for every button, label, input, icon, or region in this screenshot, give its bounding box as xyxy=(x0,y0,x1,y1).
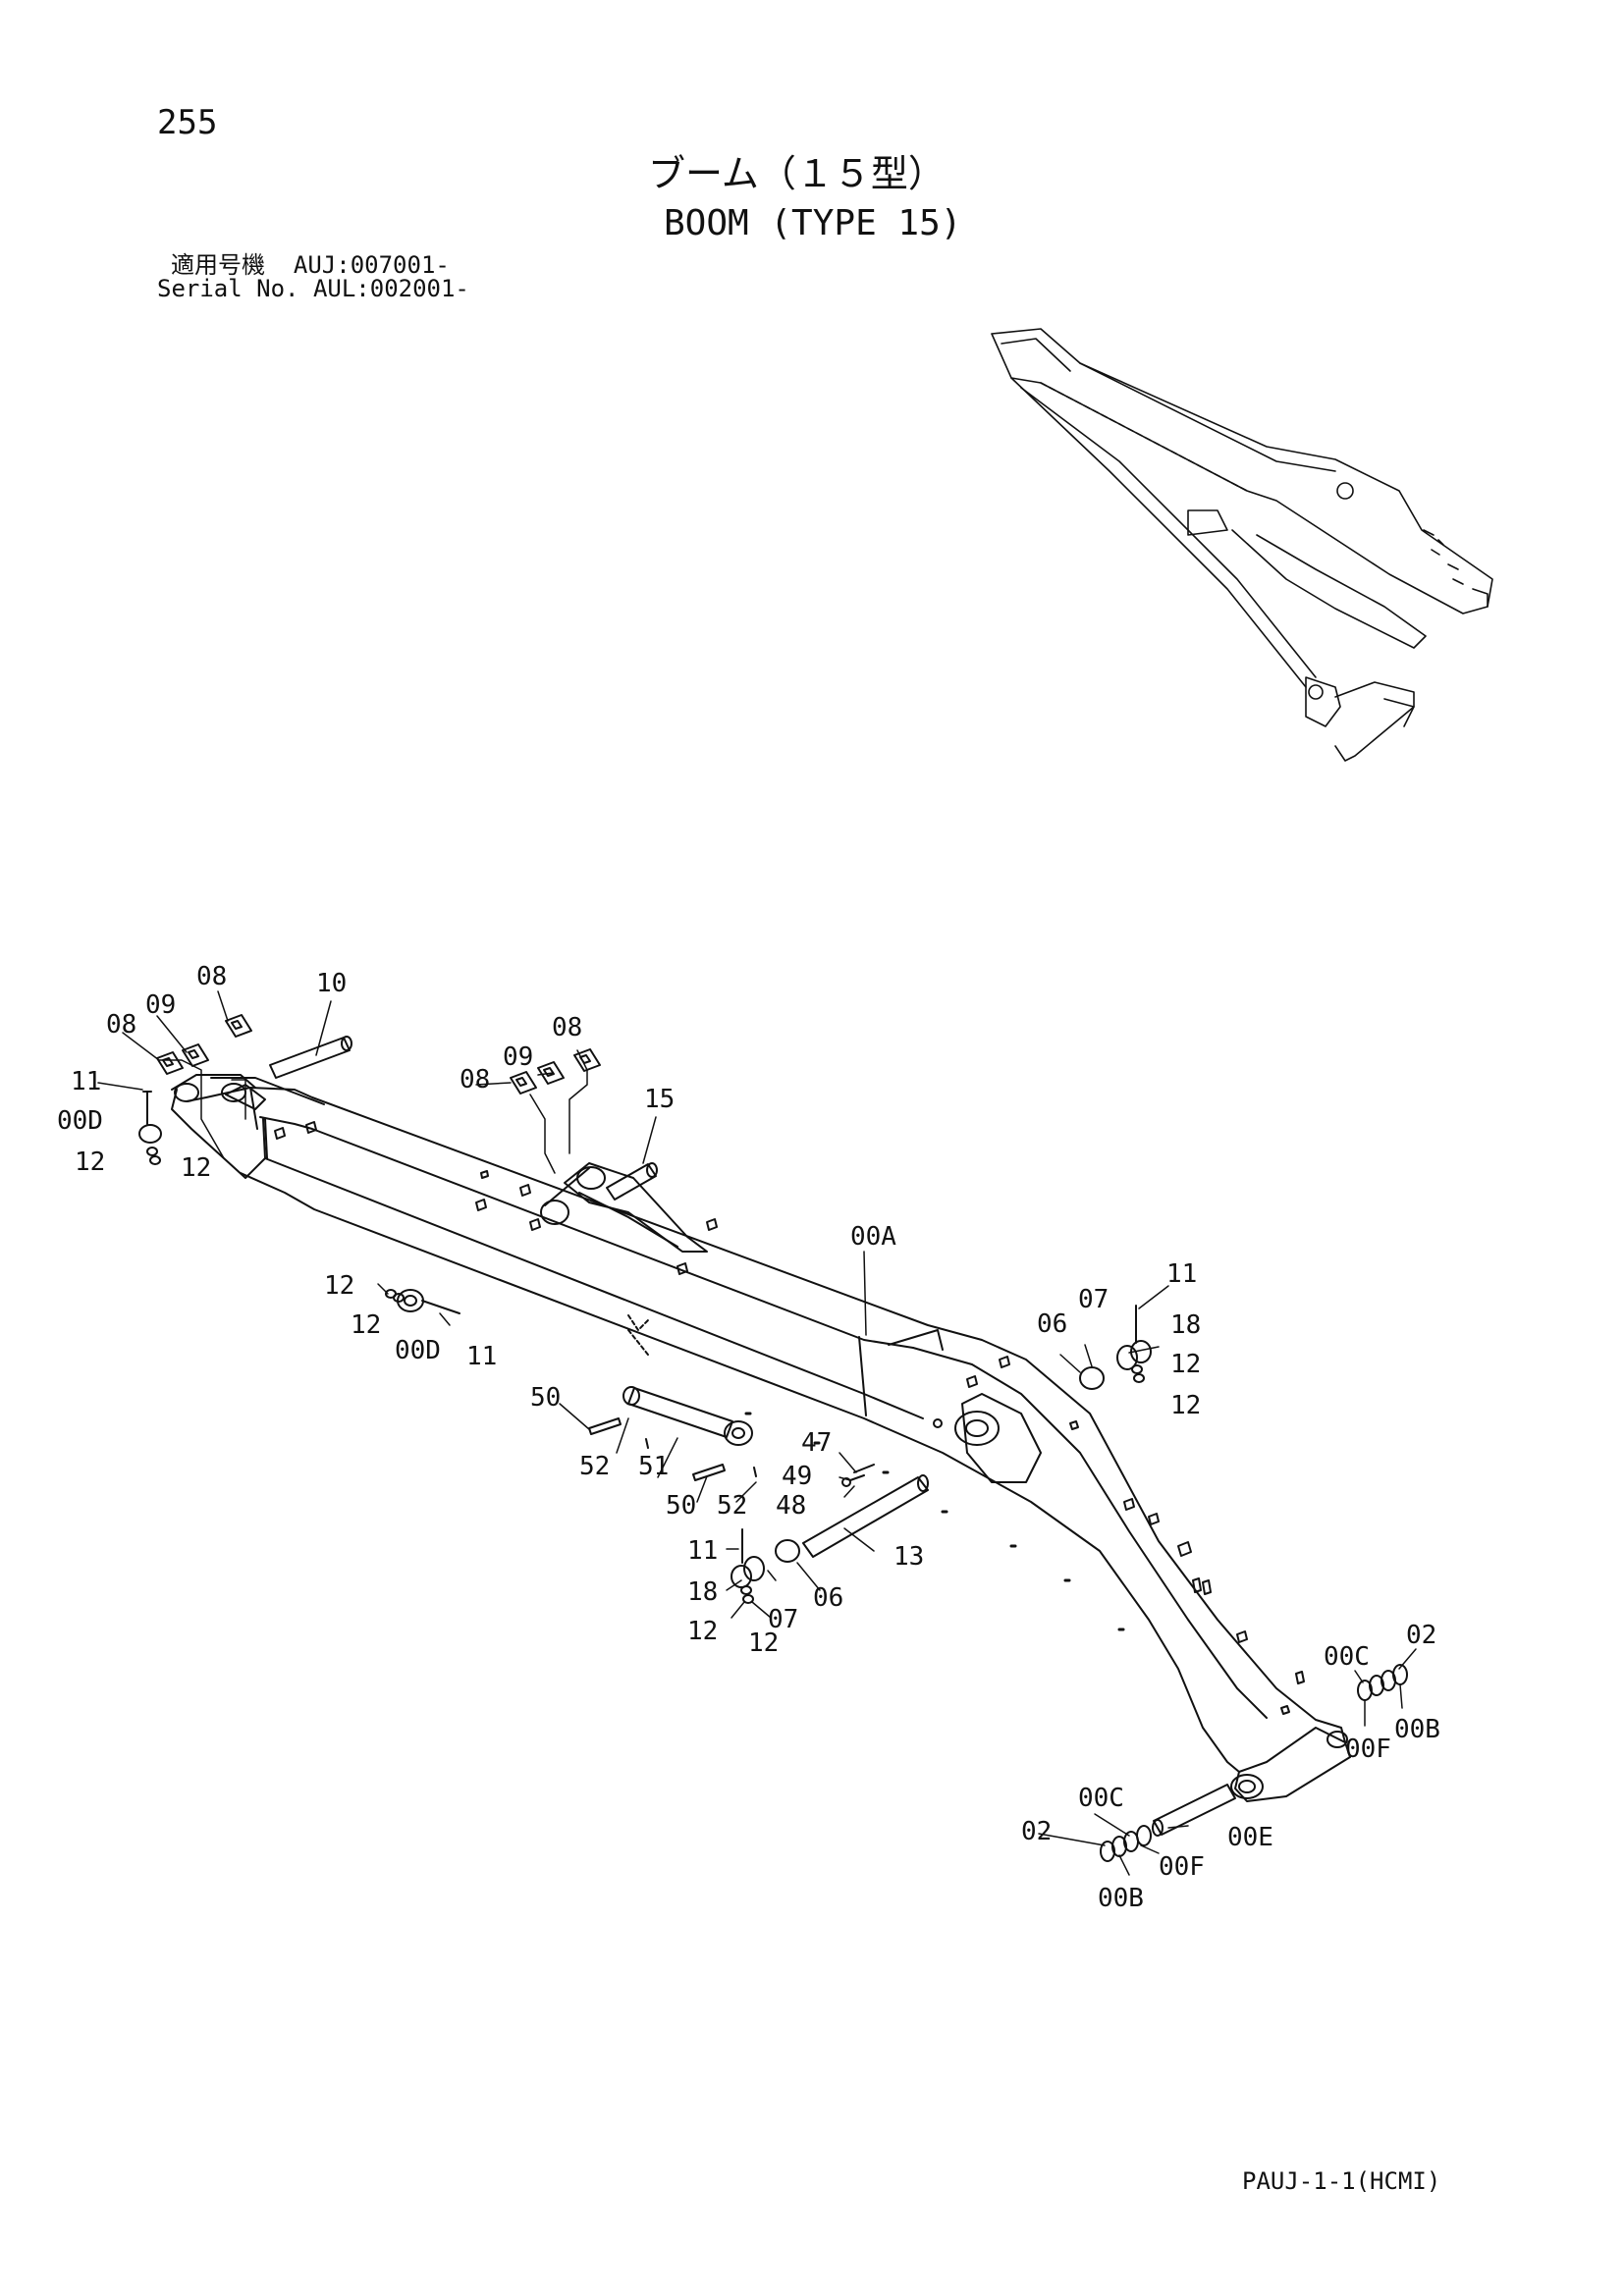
callout-50: 50 xyxy=(530,1383,561,1413)
callout-51: 51 xyxy=(638,1452,669,1481)
callout-00B: 00B xyxy=(1394,1715,1440,1744)
callout-12: 12 xyxy=(75,1148,105,1177)
callout-11: 11 xyxy=(71,1067,101,1096)
callout-06: 06 xyxy=(813,1583,843,1613)
callout-00C: 00C xyxy=(1078,1784,1124,1813)
callout-11: 11 xyxy=(466,1342,497,1371)
callout-52: 52 xyxy=(717,1491,747,1521)
footer-code: PAUJ-1-1(HCMI) xyxy=(1242,2167,1441,2195)
title-english: BOOM (TYPE 15) xyxy=(664,203,962,243)
callout-48: 48 xyxy=(776,1491,806,1521)
callout-08: 08 xyxy=(106,1010,136,1040)
callout-labels: 10 08 08 09 11 00D 12 12 08 09 08 15 00A… xyxy=(57,962,1440,1913)
callout-07: 07 xyxy=(1078,1285,1109,1314)
callout-00E: 00E xyxy=(1227,1823,1273,1852)
callout-00A: 00A xyxy=(850,1222,896,1252)
callout-18: 18 xyxy=(687,1577,718,1607)
callout-47: 47 xyxy=(801,1428,832,1458)
callout-12: 12 xyxy=(324,1271,354,1301)
callout-02: 02 xyxy=(1406,1621,1436,1650)
callout-11: 11 xyxy=(687,1536,718,1566)
leader-lines xyxy=(97,990,1417,1876)
callout-00D: 00D xyxy=(57,1106,103,1136)
callout-08: 08 xyxy=(196,962,227,991)
callout-18: 18 xyxy=(1170,1310,1201,1340)
callout-50: 50 xyxy=(666,1491,696,1521)
callout-06: 06 xyxy=(1037,1309,1067,1339)
parts xyxy=(138,1014,1408,1862)
callout-08: 08 xyxy=(552,1013,582,1042)
callout-00D: 00D xyxy=(395,1336,441,1365)
callout-49: 49 xyxy=(782,1462,812,1491)
applicability-line-2: Serial No. AUL:002001- xyxy=(157,275,469,302)
callout-08: 08 xyxy=(460,1065,490,1095)
callout-07: 07 xyxy=(768,1605,798,1634)
callout-00C: 00C xyxy=(1324,1642,1370,1672)
page-number: 255 xyxy=(157,103,218,142)
callout-15: 15 xyxy=(644,1085,675,1114)
applicability-line-1: 適用号機 AUJ:007001- xyxy=(171,251,450,279)
callout-52: 52 xyxy=(579,1452,610,1481)
callout-13: 13 xyxy=(893,1542,924,1572)
callout-09: 09 xyxy=(145,990,176,1020)
callout-02: 02 xyxy=(1021,1817,1052,1846)
callout-12: 12 xyxy=(687,1617,718,1646)
callout-00B: 00B xyxy=(1098,1884,1144,1913)
callout-12: 12 xyxy=(1170,1391,1201,1420)
callout-10: 10 xyxy=(316,969,347,998)
callout-12: 12 xyxy=(748,1629,779,1658)
callout-12: 12 xyxy=(1170,1350,1201,1379)
callout-12: 12 xyxy=(181,1153,211,1183)
callout-00F: 00F xyxy=(1345,1735,1391,1764)
callout-12: 12 xyxy=(351,1310,381,1340)
title-japanese: ブーム（１５型） xyxy=(648,152,946,195)
callout-00F: 00F xyxy=(1159,1852,1205,1882)
callout-09: 09 xyxy=(503,1042,533,1072)
callout-11: 11 xyxy=(1166,1259,1197,1289)
boom-body xyxy=(171,1074,1351,1802)
overview-illustration xyxy=(991,328,1493,762)
